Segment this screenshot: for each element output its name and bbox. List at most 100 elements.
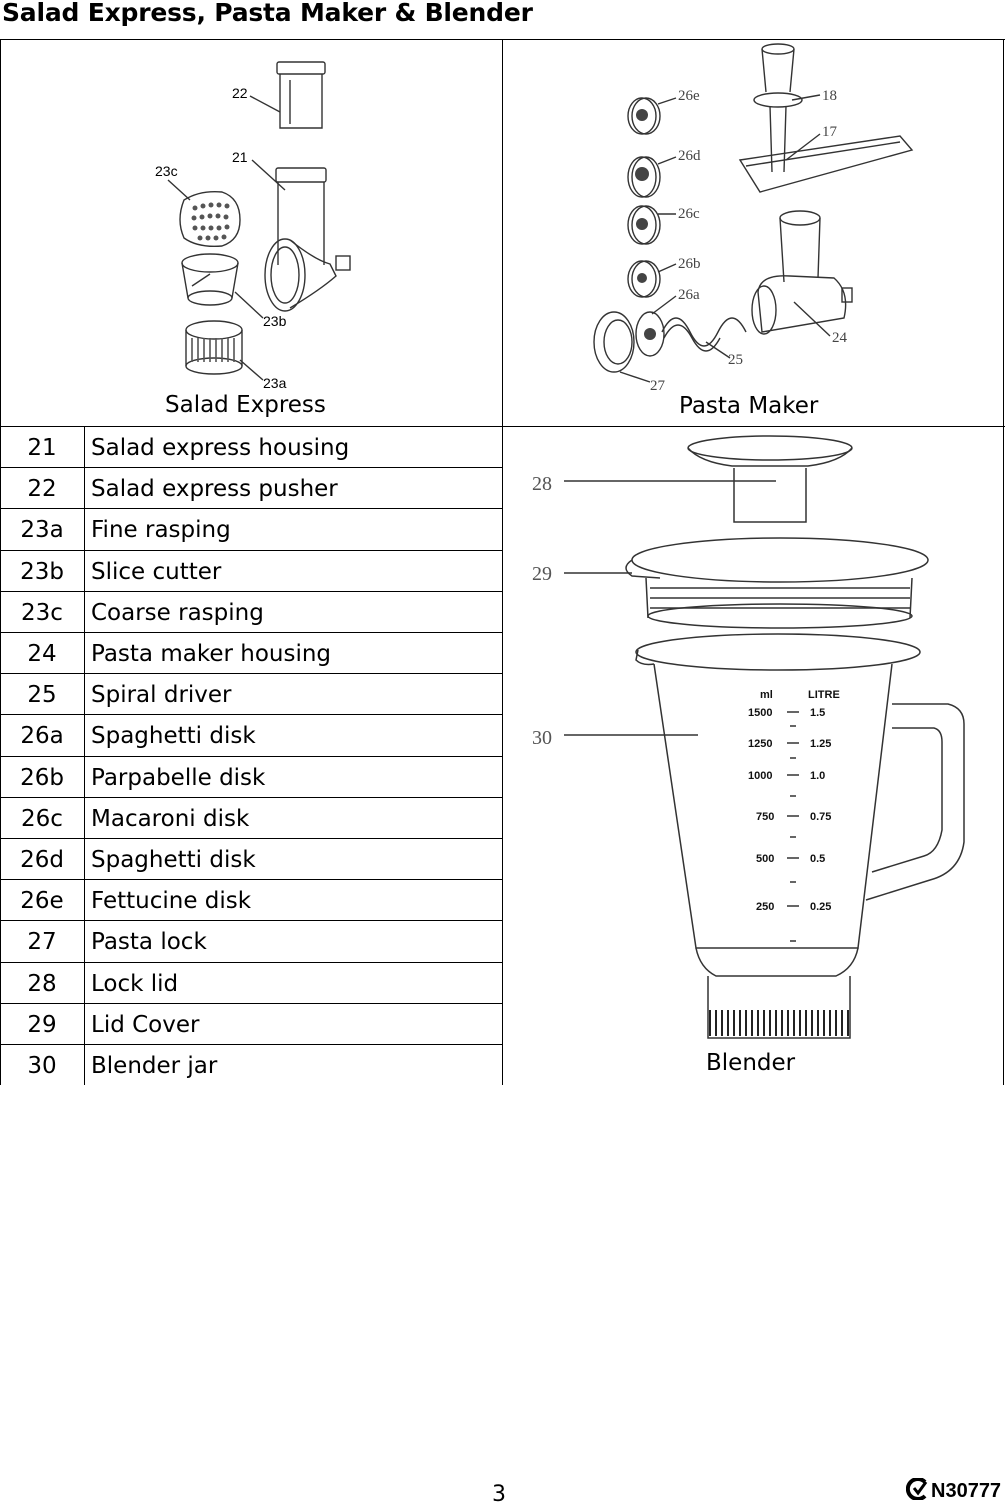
scale-litre-1.5: 1.5: [810, 707, 825, 719]
scale-litre-1.0: 1.0: [810, 770, 825, 782]
scale-ml-1500: 1500: [748, 707, 772, 719]
part-name: Lock lid: [91, 970, 179, 997]
parts-num-divider: [84, 426, 85, 1085]
salad-express-caption: Salad Express: [165, 392, 326, 418]
row-divider: [0, 673, 502, 675]
label-26e: 26e: [678, 88, 700, 104]
part-number: 26a: [20, 723, 64, 750]
label-23a: 23a: [263, 375, 287, 391]
scale-litre-1.25: 1.25: [810, 738, 831, 750]
part-number: 24: [27, 641, 57, 667]
part-number: 23a: [20, 517, 64, 544]
part-number: 21: [27, 435, 57, 461]
label-29: 29: [532, 563, 552, 585]
table-row: 26e Fettucine disk: [0, 880, 502, 922]
part-number: 26c: [21, 805, 63, 832]
part-name: Fine rasping: [91, 517, 231, 544]
label-17: 17: [822, 124, 838, 140]
scale-ml-1250: 1250: [748, 738, 772, 750]
part-number: 22: [27, 476, 57, 503]
scale-litre-0.75: 0.75: [810, 811, 831, 823]
scale-litre-header: LITRE: [808, 689, 840, 701]
table-row: 27 Pasta lock: [0, 921, 502, 963]
blender-illustration: ml 1500 1250 1000 750 500 250 LITRE 1.5 …: [520, 428, 980, 1048]
table-row: 26c Macaroni disk: [0, 798, 502, 839]
table-left-border: [0, 39, 1, 1085]
table-row: 29 Lid Cover: [0, 1004, 502, 1045]
scale-ml-250: 250: [756, 901, 774, 913]
row-divider: [0, 549, 502, 551]
part-number: 25: [27, 682, 57, 709]
row-divider: [0, 631, 502, 633]
row-divider: [0, 961, 502, 963]
table-row: 26b Parpabelle disk: [0, 757, 502, 798]
row-divider: [0, 755, 502, 757]
part-number: 27: [27, 929, 57, 956]
table-mid-divider: [502, 39, 503, 1085]
label-26d: 26d: [678, 148, 701, 164]
scale-ml-500: 500: [756, 853, 774, 865]
row-divider: [0, 590, 502, 592]
row-divider: [0, 879, 502, 881]
blender-caption: Blender: [706, 1050, 796, 1076]
label-26b: 26b: [678, 256, 701, 272]
part-number: 23c: [21, 599, 63, 626]
label-21: 21: [232, 149, 248, 165]
part-number: 23b: [20, 558, 64, 585]
part-name: Parpabelle disk: [91, 764, 266, 791]
table-row: 23a Fine rasping: [0, 509, 502, 551]
page-number: 3: [492, 1482, 506, 1507]
label-28: 28: [532, 473, 552, 495]
row-divider: [0, 920, 502, 922]
label-23b: 23b: [263, 313, 287, 329]
part-number: 28: [27, 970, 57, 997]
part-name: Coarse rasping: [91, 599, 264, 626]
part-number: 29: [27, 1011, 57, 1038]
row-divider: [0, 467, 502, 469]
part-number: 26b: [20, 764, 64, 791]
label-27: 27: [650, 378, 666, 394]
page-title: Salad Express, Pasta Maker & Blender: [2, 0, 533, 27]
table-row: 21 Salad express housing: [0, 427, 502, 469]
label-18: 18: [822, 88, 837, 104]
part-name: Blender jar: [91, 1053, 218, 1079]
part-number: 30: [27, 1053, 57, 1079]
figure-row-divider: [0, 426, 1005, 427]
label-23c: 23c: [155, 163, 178, 179]
part-number: 26e: [20, 888, 64, 915]
label-24: 24: [832, 330, 848, 346]
part-name: Spiral driver: [91, 682, 232, 709]
table-row: 23c Coarse rasping: [0, 592, 502, 633]
label-26c: 26c: [678, 206, 700, 222]
part-name: Spaghetti disk: [91, 847, 256, 873]
table-right-border: [1003, 39, 1004, 1085]
row-divider: [0, 796, 502, 798]
row-divider: [0, 1002, 502, 1004]
pasta-maker-illustration: 26e 18 17 26d 26c 26b 26a 24 25 27: [580, 42, 920, 397]
salad-express-illustration: 22 21 23c 23b 23a: [140, 50, 370, 392]
scale-ml-1000: 1000: [748, 770, 772, 782]
part-name: Salad express housing: [91, 435, 350, 461]
label-22: 22: [232, 85, 248, 101]
table-row: 30 Blender jar: [0, 1045, 502, 1086]
part-name: Lid Cover: [91, 1011, 200, 1038]
part-name: Pasta lock: [91, 929, 207, 956]
row-divider: [0, 837, 502, 839]
part-name: Macaroni disk: [91, 805, 250, 832]
table-row: 26d Spaghetti disk: [0, 839, 502, 881]
scale-ml-750: 750: [756, 811, 774, 823]
scale-litre-0.5: 0.5: [810, 853, 825, 865]
part-number: 26d: [20, 847, 64, 873]
label-30: 30: [532, 727, 552, 749]
row-divider: [0, 714, 502, 716]
part-name: Spaghetti disk: [91, 723, 256, 750]
table-row: 25 Spiral driver: [0, 674, 502, 716]
scale-litre-0.25: 0.25: [810, 901, 831, 913]
part-name: Fettucine disk: [91, 888, 252, 915]
row-divider: [0, 508, 502, 510]
pasta-maker-caption: Pasta Maker: [679, 393, 819, 419]
document-code: N30777: [931, 1480, 1002, 1502]
